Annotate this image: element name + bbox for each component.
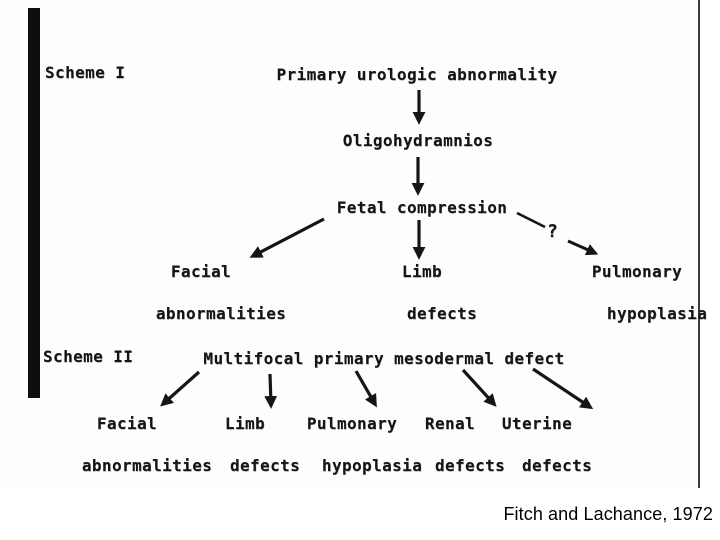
scheme2-facial-node: Facial abnormalities [42, 413, 213, 476]
scheme2-label: Scheme II [43, 347, 134, 366]
scheme2-uterine-node: Uterine defects [482, 413, 592, 476]
question-mark-label: ? [547, 221, 559, 242]
node-line1: Facial [96, 414, 158, 433]
node-line2: hypoplasia [321, 456, 423, 475]
scan-edge-bar-left [28, 8, 40, 398]
node-line1: Pulmonary [591, 262, 683, 281]
scan-edge-line-right [698, 0, 700, 488]
node-line1: Pulmonary [306, 414, 398, 433]
scheme1-facial-node: Facial abnormalities [116, 261, 287, 324]
node-line2: abnormalities [81, 456, 213, 475]
scheme1-fetal-compression-node: Fetal compression [336, 198, 508, 217]
node-line2: defects [229, 456, 301, 475]
scheme1-root-node: Primary urologic abnormality [276, 65, 558, 84]
node-line1: Limb [401, 262, 443, 281]
scheme1-label: Scheme I [45, 63, 126, 82]
scheme1-pulmonary-node: Pulmonary hypoplasia [567, 261, 707, 324]
scheme2-renal-node: Renal defects [395, 413, 505, 476]
scheme1-oligohydramnios-node: Oligohydramnios [342, 131, 494, 150]
scheme2-limb-node: Limb defects [190, 413, 300, 476]
node-line2: defects [521, 456, 593, 475]
node-line2: defects [434, 456, 506, 475]
node-line2: hypoplasia [606, 304, 708, 323]
node-line1: Renal [424, 414, 476, 433]
node-line2: defects [406, 304, 478, 323]
node-line1: Uterine [501, 414, 573, 433]
node-line1: Limb [224, 414, 266, 433]
scheme1-limb-node: Limb defects [367, 261, 477, 324]
node-line1: Facial [170, 262, 232, 281]
node-line2: abnormalities [155, 304, 287, 323]
scheme2-root-node: Multifocal primary mesodermal defect [203, 349, 565, 368]
source-citation: Fitch and Lachance, 1972 [503, 504, 713, 524]
scheme2-pulmonary-node: Pulmonary hypoplasia [282, 413, 422, 476]
